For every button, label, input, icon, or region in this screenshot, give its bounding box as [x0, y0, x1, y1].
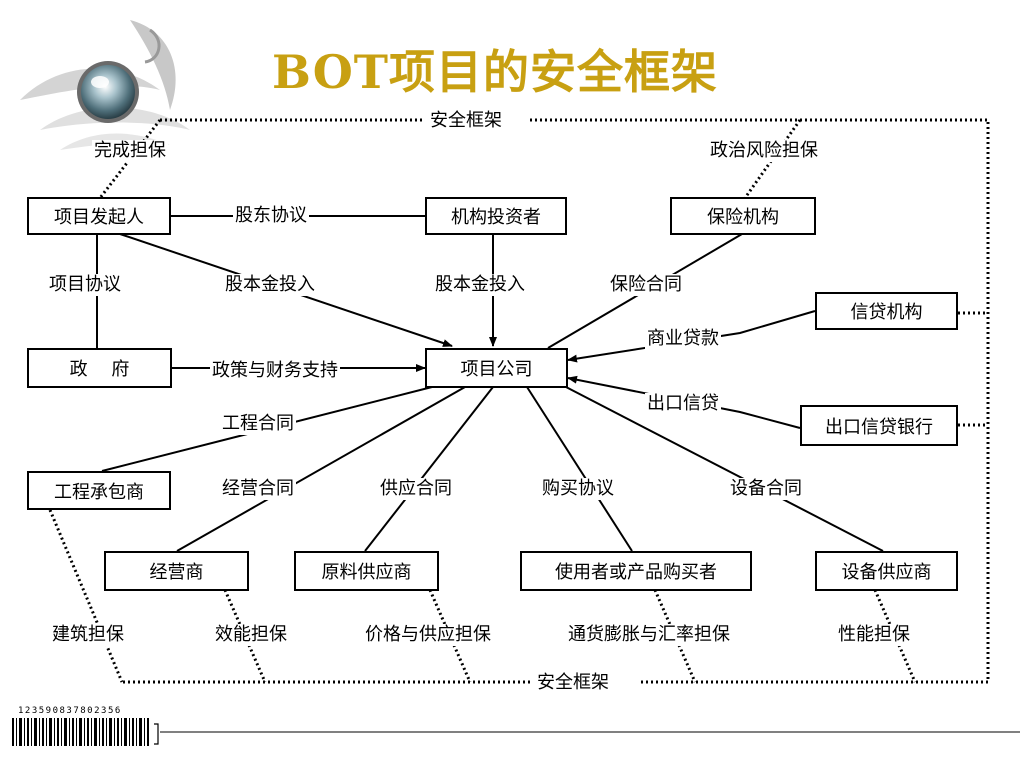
label-engineering-contract: 工程合同 [220, 413, 296, 435]
label-purchase-agreement: 购买协议 [540, 478, 616, 500]
box-credit-agency: 信贷机构 [815, 292, 958, 330]
barcode-icon [12, 718, 149, 746]
box-export-credit-bank: 出口信贷银行 [800, 405, 958, 446]
line-company-raw-supplier [364, 386, 494, 552]
barcode-footer [12, 718, 1020, 746]
line-company-operator [176, 386, 466, 552]
logo-decoration [20, 20, 190, 150]
label-safety-frame-top: 安全框架 [428, 110, 504, 132]
arrow-credit-company [567, 310, 816, 363]
label-completion-guarantee: 完成担保 [92, 140, 168, 162]
label-safety-frame-bottom: 安全框架 [535, 672, 611, 694]
box-project-company: 项目公司 [425, 348, 568, 388]
label-performance-guarantee-2: 性能担保 [836, 624, 912, 646]
dotted-contractor [48, 509, 124, 683]
label-equity-investment-1: 股本金投入 [223, 274, 317, 296]
box-government: 政 府 [27, 348, 172, 388]
label-policy-financial-support: 政策与财务支持 [210, 360, 340, 382]
label-equipment-contract: 设备合同 [728, 478, 804, 500]
label-shareholder-agreement: 股东协议 [233, 205, 309, 227]
box-equipment-supplier: 设备供应商 [815, 551, 958, 591]
label-construction-guarantee: 建筑担保 [50, 624, 126, 646]
box-engineering-contractor: 工程承包商 [27, 471, 171, 510]
barcode-number: 123590837802356 [18, 706, 122, 716]
label-political-risk-guarantee: 政治风险担保 [708, 140, 820, 162]
bracket-icon [154, 723, 159, 745]
box-project-sponsor: 项目发起人 [27, 197, 171, 235]
page-title: BOT项目的安全框架 [272, 45, 719, 99]
label-insurance-contract: 保险合同 [608, 274, 684, 296]
label-supply-contract: 供应合同 [378, 478, 454, 500]
box-raw-material-supplier: 原料供应商 [294, 551, 439, 591]
arrow-export-company [567, 375, 801, 429]
label-performance-guarantee: 效能担保 [213, 624, 289, 646]
label-commercial-loan: 商业贷款 [645, 328, 721, 350]
label-inflation-exchange-guarantee: 通货膨胀与汇率担保 [566, 624, 732, 646]
label-equity-investment-2: 股本金投入 [433, 274, 527, 296]
box-user-buyer: 使用者或产品购买者 [520, 551, 752, 591]
label-price-supply-guarantee: 价格与供应担保 [363, 624, 493, 646]
label-project-agreement: 项目协议 [47, 274, 123, 296]
line-company-equipment [565, 386, 884, 552]
box-insurance-agency: 保险机构 [670, 197, 816, 235]
label-operation-contract: 经营合同 [220, 478, 296, 500]
dotted-completion-guarantee [98, 119, 162, 199]
box-institutional-investor: 机构投资者 [425, 197, 567, 235]
dotted-political-risk [743, 119, 802, 199]
box-operator: 经营商 [104, 551, 249, 591]
line-company-user-buyer [526, 386, 633, 552]
label-export-credit: 出口信贷 [645, 393, 721, 415]
